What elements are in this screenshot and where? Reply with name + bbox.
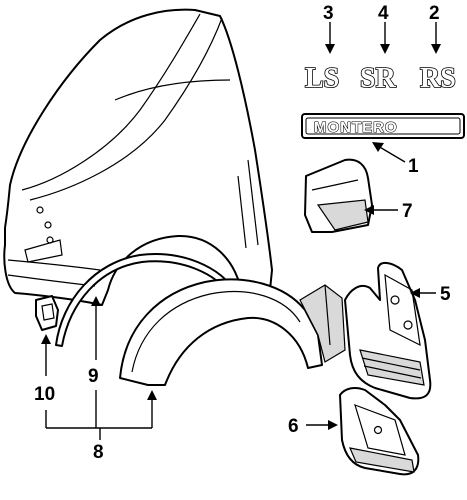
ls-emblem: LS: [304, 62, 340, 95]
leader-lines: [41, 22, 441, 440]
sr-emblem-text: SR: [360, 63, 397, 94]
callout-8: 8: [93, 442, 104, 463]
callout-3: 3: [323, 3, 334, 24]
callout-7: 7: [402, 201, 413, 222]
callout-10: 10: [34, 384, 55, 405]
ls-emblem-text: LS: [305, 63, 339, 94]
clip: [35, 295, 59, 331]
callout-6: 6: [288, 416, 299, 437]
callout-1: 1: [408, 156, 419, 177]
rs-emblem: RS: [419, 62, 456, 95]
callout-labels: 3 4 2 1 7 5 6 10 9 8: [34, 3, 451, 463]
callout-5: 5: [440, 284, 451, 305]
front-mud-guard: [344, 262, 432, 400]
rs-emblem-text: RS: [420, 63, 456, 94]
splash-shield: [304, 158, 373, 233]
montero-nameplate: MONTERO: [301, 113, 465, 139]
rear-mud-guard: [339, 386, 420, 476]
sr-emblem: SR: [359, 62, 397, 95]
callout-2: 2: [429, 3, 440, 24]
fender-flare: [119, 278, 346, 386]
callout-9: 9: [88, 366, 99, 387]
montero-nameplate-text: MONTERO: [314, 119, 398, 136]
callout-4: 4: [378, 3, 389, 24]
